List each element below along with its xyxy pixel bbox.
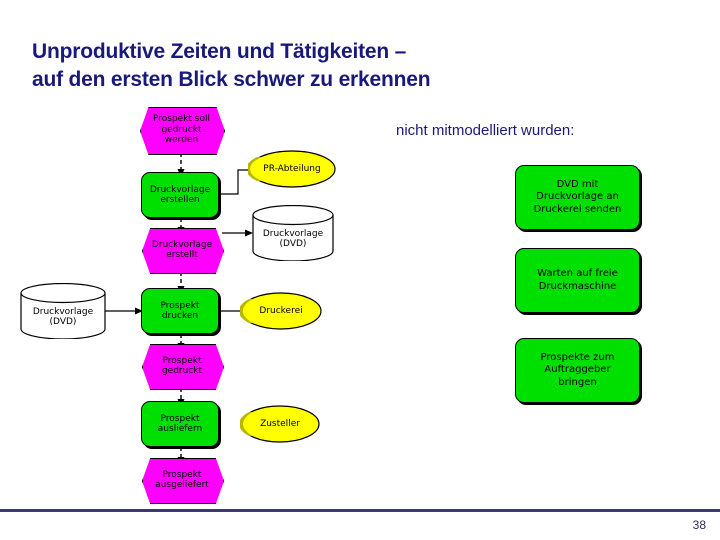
unmodelled-activity-label: DVD mit Druckvorlage an Druckerei senden bbox=[533, 178, 622, 215]
hexagon-shape bbox=[142, 228, 224, 274]
function-node: Prospekt ausliefern bbox=[141, 401, 219, 447]
org-unit-node: PR-Abteilung bbox=[248, 150, 336, 188]
ellipse-shape bbox=[240, 405, 320, 443]
hexagon-shape bbox=[142, 458, 224, 504]
footer-divider bbox=[0, 509, 720, 512]
page-number: 38 bbox=[692, 518, 706, 532]
cylinder-shape bbox=[20, 283, 106, 339]
ellipse-shape bbox=[248, 150, 336, 188]
unmodelled-activity: Warten auf freie Druckmaschine bbox=[515, 248, 640, 313]
event-label: Druckvorlage erstellt bbox=[151, 239, 213, 261]
data-store-node: Druckvorlage (DVD) bbox=[252, 205, 334, 261]
event-node: Prospekt gedruckt bbox=[142, 344, 224, 390]
event-label: Prospekt ausgeliefert bbox=[155, 469, 209, 491]
org-unit-label: Druckerei bbox=[259, 306, 303, 316]
page-title-line-1: Unproduktive Zeiten und Tätigkeiten – bbox=[32, 40, 407, 63]
event-node: Prospekt soll gedruckt werden bbox=[140, 107, 225, 155]
org-unit-node: Druckerei bbox=[240, 292, 322, 330]
function-node: Prospekt drucken bbox=[141, 288, 219, 334]
unmodelled-activity-label: Warten auf freie Druckmaschine bbox=[537, 268, 618, 292]
function-node: Druckvorlage erstellen bbox=[141, 172, 219, 218]
org-unit-node: Zusteller bbox=[240, 405, 320, 443]
hexagon-shape bbox=[140, 107, 225, 155]
function-label: Druckvorlage erstellen bbox=[149, 184, 211, 206]
cylinder-shape bbox=[252, 205, 334, 261]
page-title-line-2: auf den ersten Blick schwer zu erkennen bbox=[32, 68, 431, 91]
page-title: Unproduktive Zeiten und Tätigkeiten – au… bbox=[32, 38, 692, 94]
event-node: Prospekt ausgeliefert bbox=[142, 458, 224, 504]
unmodelled-caption: nicht mitmodelliert wurden: bbox=[396, 122, 575, 139]
event-label: Prospekt gedruckt bbox=[161, 355, 203, 377]
unmodelled-activity-label: Prospekte zum Auftraggeber bringen bbox=[540, 351, 615, 388]
org-unit-label: PR-Abteilung bbox=[263, 164, 321, 174]
event-label: Prospekt soll gedruckt werden bbox=[152, 114, 210, 146]
unmodelled-activity: DVD mit Druckvorlage an Druckerei senden bbox=[515, 165, 640, 230]
event-node: Druckvorlage erstellt bbox=[142, 228, 224, 274]
ellipse-shape bbox=[240, 292, 322, 330]
org-unit-label: Zusteller bbox=[260, 419, 300, 429]
unmodelled-activity: Prospekte zum Auftraggeber bringen bbox=[515, 338, 640, 403]
hexagon-shape bbox=[142, 344, 224, 390]
data-store-label: Druckvorlage (DVD) bbox=[32, 306, 94, 328]
function-label: Prospekt drucken bbox=[160, 300, 200, 322]
function-label: Prospekt ausliefern bbox=[157, 413, 203, 435]
data-store-node: Druckvorlage (DVD) bbox=[20, 283, 106, 339]
epc-diagram: Prospekt soll gedruckt werden Druckvorla… bbox=[0, 95, 720, 515]
data-store-label: Druckvorlage (DVD) bbox=[262, 228, 324, 250]
